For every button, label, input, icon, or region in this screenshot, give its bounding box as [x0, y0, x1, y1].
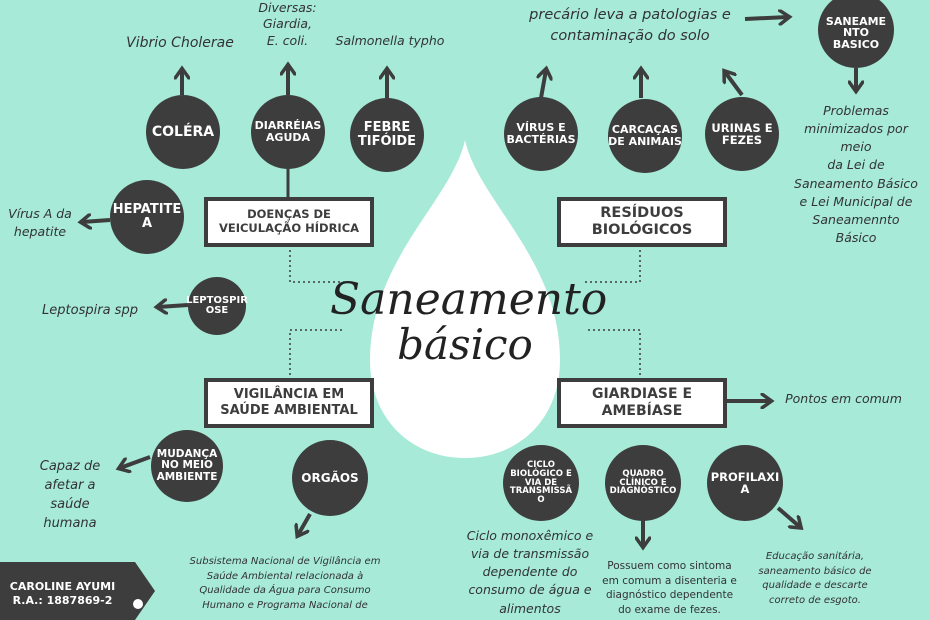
title-line-2: básico: [397, 320, 533, 369]
note-precario: precário leva a patologias e contaminaçã…: [529, 7, 731, 45]
circle-ciclo: CICLO BIOLÓGICO E VIA DE TRANSMISSÃ O: [503, 445, 579, 521]
circle-carcacas: CARCAÇAS DE ANIMAIS: [608, 99, 682, 173]
arrow-profilaxia: [776, 506, 800, 527]
arrow-precario: [744, 17, 788, 19]
circle-hepatite: HEPATITE A: [110, 180, 184, 254]
note-subsistema: Subsistema Nacional de Vigilância em Saú…: [189, 556, 381, 611]
note-vibrio: Vibrio Cholerae: [126, 35, 234, 51]
note-salmonella: Salmonella typho: [335, 33, 445, 48]
circle-diarreias: DIARRÉIAS AGUDA: [251, 95, 325, 169]
circle-urinas: URINAS E FEZES: [705, 97, 779, 171]
note-pontos: Pontos em comum: [785, 391, 902, 406]
circle-mudanca: MUDANÇA NO MEIO AMBIENTE: [151, 430, 223, 502]
arrow-leptospirose: [158, 305, 189, 307]
circle-febre: FEBRE TIFÓIDE: [350, 98, 424, 172]
arrow-urinas: [725, 72, 744, 97]
arrow-orgaos: [298, 513, 312, 535]
circle-leptospirose: LEPTOSPIR OSE: [186, 277, 248, 335]
circle-quadro: QUADRO CLÍNICO E DIAGNÓSTICO: [605, 445, 681, 521]
circle-orgaos: ORGÃOS: [292, 440, 368, 516]
name-tag-shape: [0, 562, 155, 620]
circle-saneamento: SANEAME NTO BASICO: [818, 0, 894, 68]
arrow-hepatite: [82, 220, 111, 222]
box-giardiase: GIARDIASE E AMEBÍASE: [557, 378, 727, 428]
box-doencas: DOENÇAS DE VEICULAÇÃO HÍDRICA: [204, 197, 374, 247]
author-name: CAROLINE AYUMI: [9, 580, 116, 593]
circle-profilaxia: PROFILAXI A: [707, 445, 783, 521]
note-educacao: Educação sanitária, saneamento básico de…: [758, 551, 872, 606]
note-capaz: Capaz de afetar a saúde humana: [39, 459, 101, 531]
page-title: Saneamento básico: [330, 274, 608, 369]
box-vigilancia: VIGILÂNCIA EM SAÚDE AMBIENTAL: [204, 378, 374, 428]
arrow-virus: [541, 70, 546, 99]
note-diversas: Diversas: Giardia, E. coli.: [258, 0, 317, 48]
circle-colera: COLÉRA: [146, 95, 220, 169]
author-ra: R.A.: 1887869-2: [12, 593, 113, 607]
title-line-1: Saneamento: [330, 274, 608, 325]
note-problemas: Problemas minimizados por meio da Lei de…: [794, 103, 918, 245]
note-leptospira: Leptospira spp: [42, 303, 138, 318]
note-virus-a: Vírus A da hepatite: [8, 206, 72, 240]
note-possuem: Possuem como sintoma em comum a disenter…: [602, 560, 737, 617]
water-drop: [370, 140, 560, 458]
name-tag-hole: [133, 599, 143, 609]
note-ciclo-mono: Ciclo monoxêmico e via de transmissão de…: [466, 528, 594, 616]
circle-virus: VÍRUS E BACTÉRIAS: [504, 97, 578, 171]
arrow-mudanca: [120, 455, 151, 468]
author-tag: CAROLINE AYUMI R.A.: 1887869-2: [0, 580, 125, 608]
box-residuos: RESÍDUOS BIOLÓGICOS: [557, 197, 727, 247]
